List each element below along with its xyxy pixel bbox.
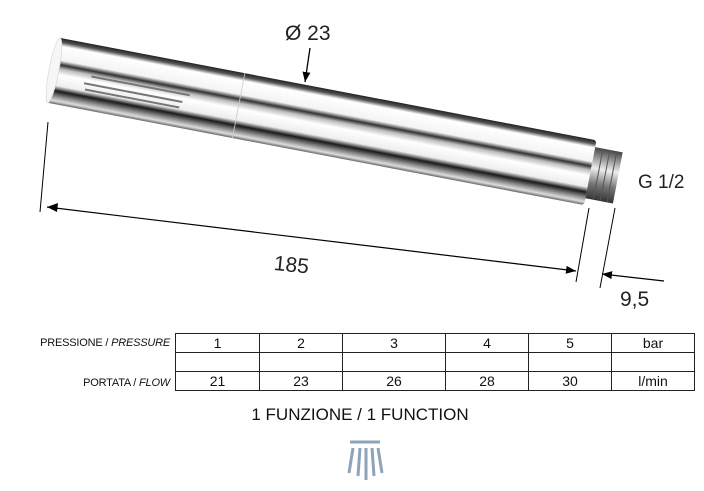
shower-spray-icon [347,440,384,480]
thread-length-dimension-line [601,271,665,282]
table-cell: 26 [342,371,446,391]
pressure-label-it: PRESSIONE / [40,337,112,349]
flow-row-label: PORTATA / FLOW [0,377,170,389]
diameter-arrow [302,47,311,83]
table-cell: 3 [342,333,446,353]
length-label: 185 [273,252,310,279]
pressure-row-label: PRESSIONE / PRESSURE [0,337,170,349]
table-cell: 1 [175,333,260,353]
flow-label-en: FLOW [139,377,170,389]
diameter-label: Ø 23 [285,22,331,45]
pressure-label-en: PRESSURE [111,337,170,349]
thread-length-label: 9,5 [620,288,649,311]
extension-line-left [39,121,49,213]
function-text: 1 FUNZIONE / 1 FUNCTION [251,405,469,424]
table-cell: 2 [259,333,343,353]
nozzle-holes [83,75,190,109]
table-row-pressure: 1 2 3 4 5 bar [175,333,695,353]
table-cell: 30 [528,371,612,391]
table-cell: 21 [175,371,260,391]
flow-label-it: PORTATA / [83,377,140,389]
thread-connector [585,147,623,204]
extension-line-body-end [575,207,590,283]
table-cell: 28 [445,371,529,391]
length-dimension-line [46,206,577,274]
table-cell: 23 [259,371,343,391]
pressure-flow-table: 1 2 3 4 5 bar 21 23 26 28 30 l/min [175,333,695,391]
table-cell: bar [611,333,695,353]
shower-handle-drawing: Ø 23 185 9,5 G 1/2 [39,22,684,311]
extension-line-thread-end [599,207,616,289]
table-cell: 4 [445,333,529,353]
thread-label: G 1/2 [638,172,684,193]
table-row-flow: 21 23 26 28 30 l/min [175,371,695,391]
table-cell: 5 [528,333,612,353]
table-cell: l/min [611,371,695,391]
shower-handle [45,37,623,205]
table-row-empty [175,352,695,372]
